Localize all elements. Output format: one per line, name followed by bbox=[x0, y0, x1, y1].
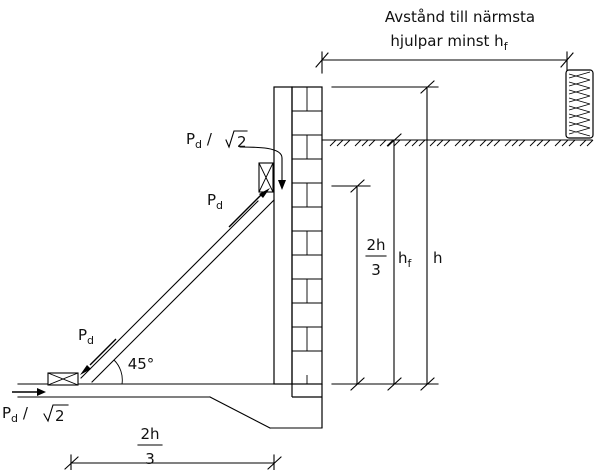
bottom-three-label: 3 bbox=[145, 450, 155, 468]
header-line-2: hjulpar minst hf bbox=[390, 32, 508, 53]
ground-hatching bbox=[329, 139, 594, 147]
header-line-1: Avstånd till närmsta bbox=[385, 8, 535, 26]
pd-sqrt-top-label: Pd / bbox=[186, 130, 213, 151]
sqrt-top-value: 2 bbox=[237, 133, 247, 151]
lower-bearing-block bbox=[47, 372, 79, 386]
angle-arc bbox=[113, 359, 123, 385]
h-label: h bbox=[433, 249, 443, 267]
arrow-pd-upper-icon bbox=[228, 188, 270, 228]
sqrt-bottom-symbol bbox=[43, 404, 69, 423]
right-two-h-label: 2h bbox=[366, 236, 385, 254]
sqrt-bottom-value: 2 bbox=[55, 407, 65, 425]
right-dimension-lines bbox=[331, 80, 439, 391]
pd-sqrt-bottom-label: Pd / bbox=[2, 404, 29, 425]
distance-dimension-left-slash bbox=[315, 52, 329, 68]
pd-upper-label: Pd bbox=[207, 191, 223, 212]
right-three-label: 3 bbox=[371, 261, 381, 279]
retaining-wall bbox=[273, 86, 323, 428]
arrow-pd-lower-icon bbox=[80, 338, 117, 375]
wheel-icon bbox=[565, 69, 594, 139]
distance-dimension-right-slash bbox=[560, 52, 574, 68]
upper-bearing-block bbox=[258, 162, 274, 193]
hf-label: hf bbox=[398, 249, 413, 270]
bottom-dimension bbox=[64, 454, 282, 470]
sqrt-top-symbol bbox=[225, 130, 248, 149]
angle-label: 45° bbox=[128, 355, 155, 373]
pd-lower-label: Pd bbox=[78, 326, 94, 347]
arrow-pd-sqrt-bottom-icon bbox=[12, 388, 46, 396]
diagonal-strut bbox=[80, 199, 275, 383]
arrow-pd-sqrt-top-icon bbox=[239, 146, 286, 190]
bottom-two-h-label: 2h bbox=[140, 425, 159, 443]
